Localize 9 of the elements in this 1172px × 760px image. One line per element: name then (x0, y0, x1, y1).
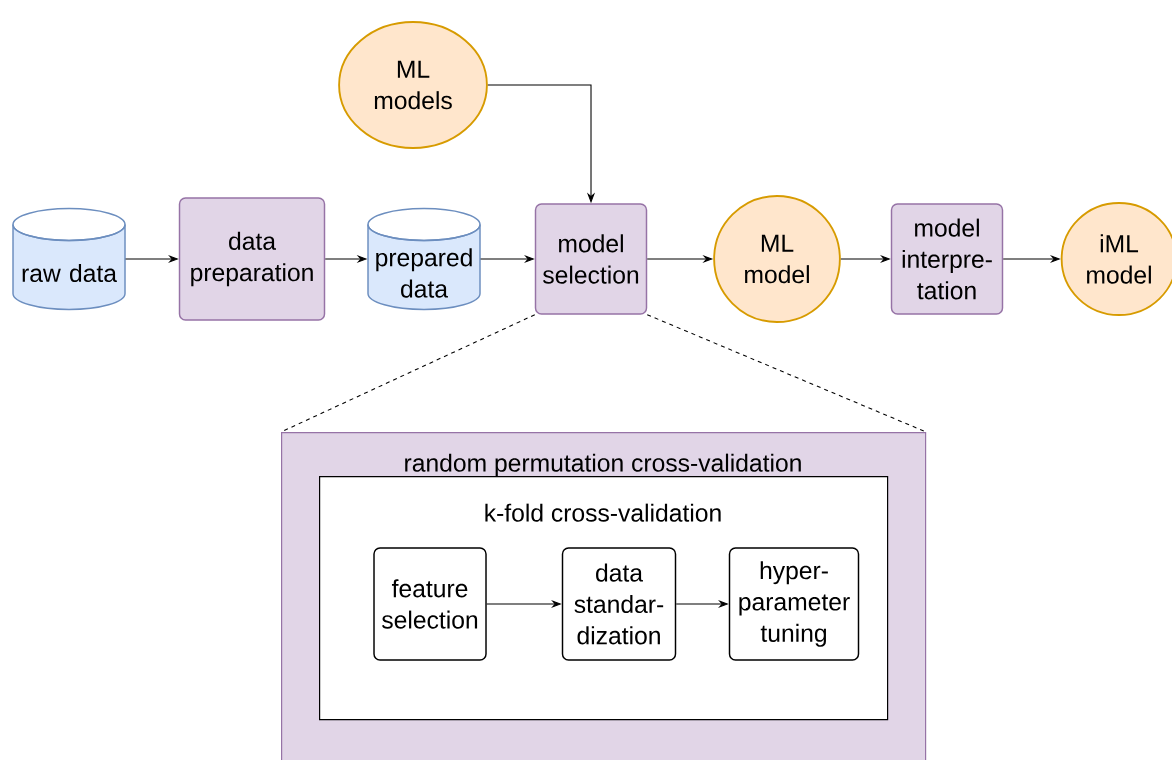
process-box: model selection (534, 203, 648, 315)
step-box: feature selection (373, 547, 487, 661)
data-cylinder: raw data (12, 207, 126, 311)
step-box: hyper-parameter tuning (728, 547, 860, 661)
dashed-line (646, 314, 927, 433)
data-cylinder: prepared data (367, 207, 481, 311)
process-box: data preparation (178, 197, 326, 321)
step-box: data standar-dization (561, 547, 677, 661)
process-box: model interpre-tation (890, 203, 1004, 315)
